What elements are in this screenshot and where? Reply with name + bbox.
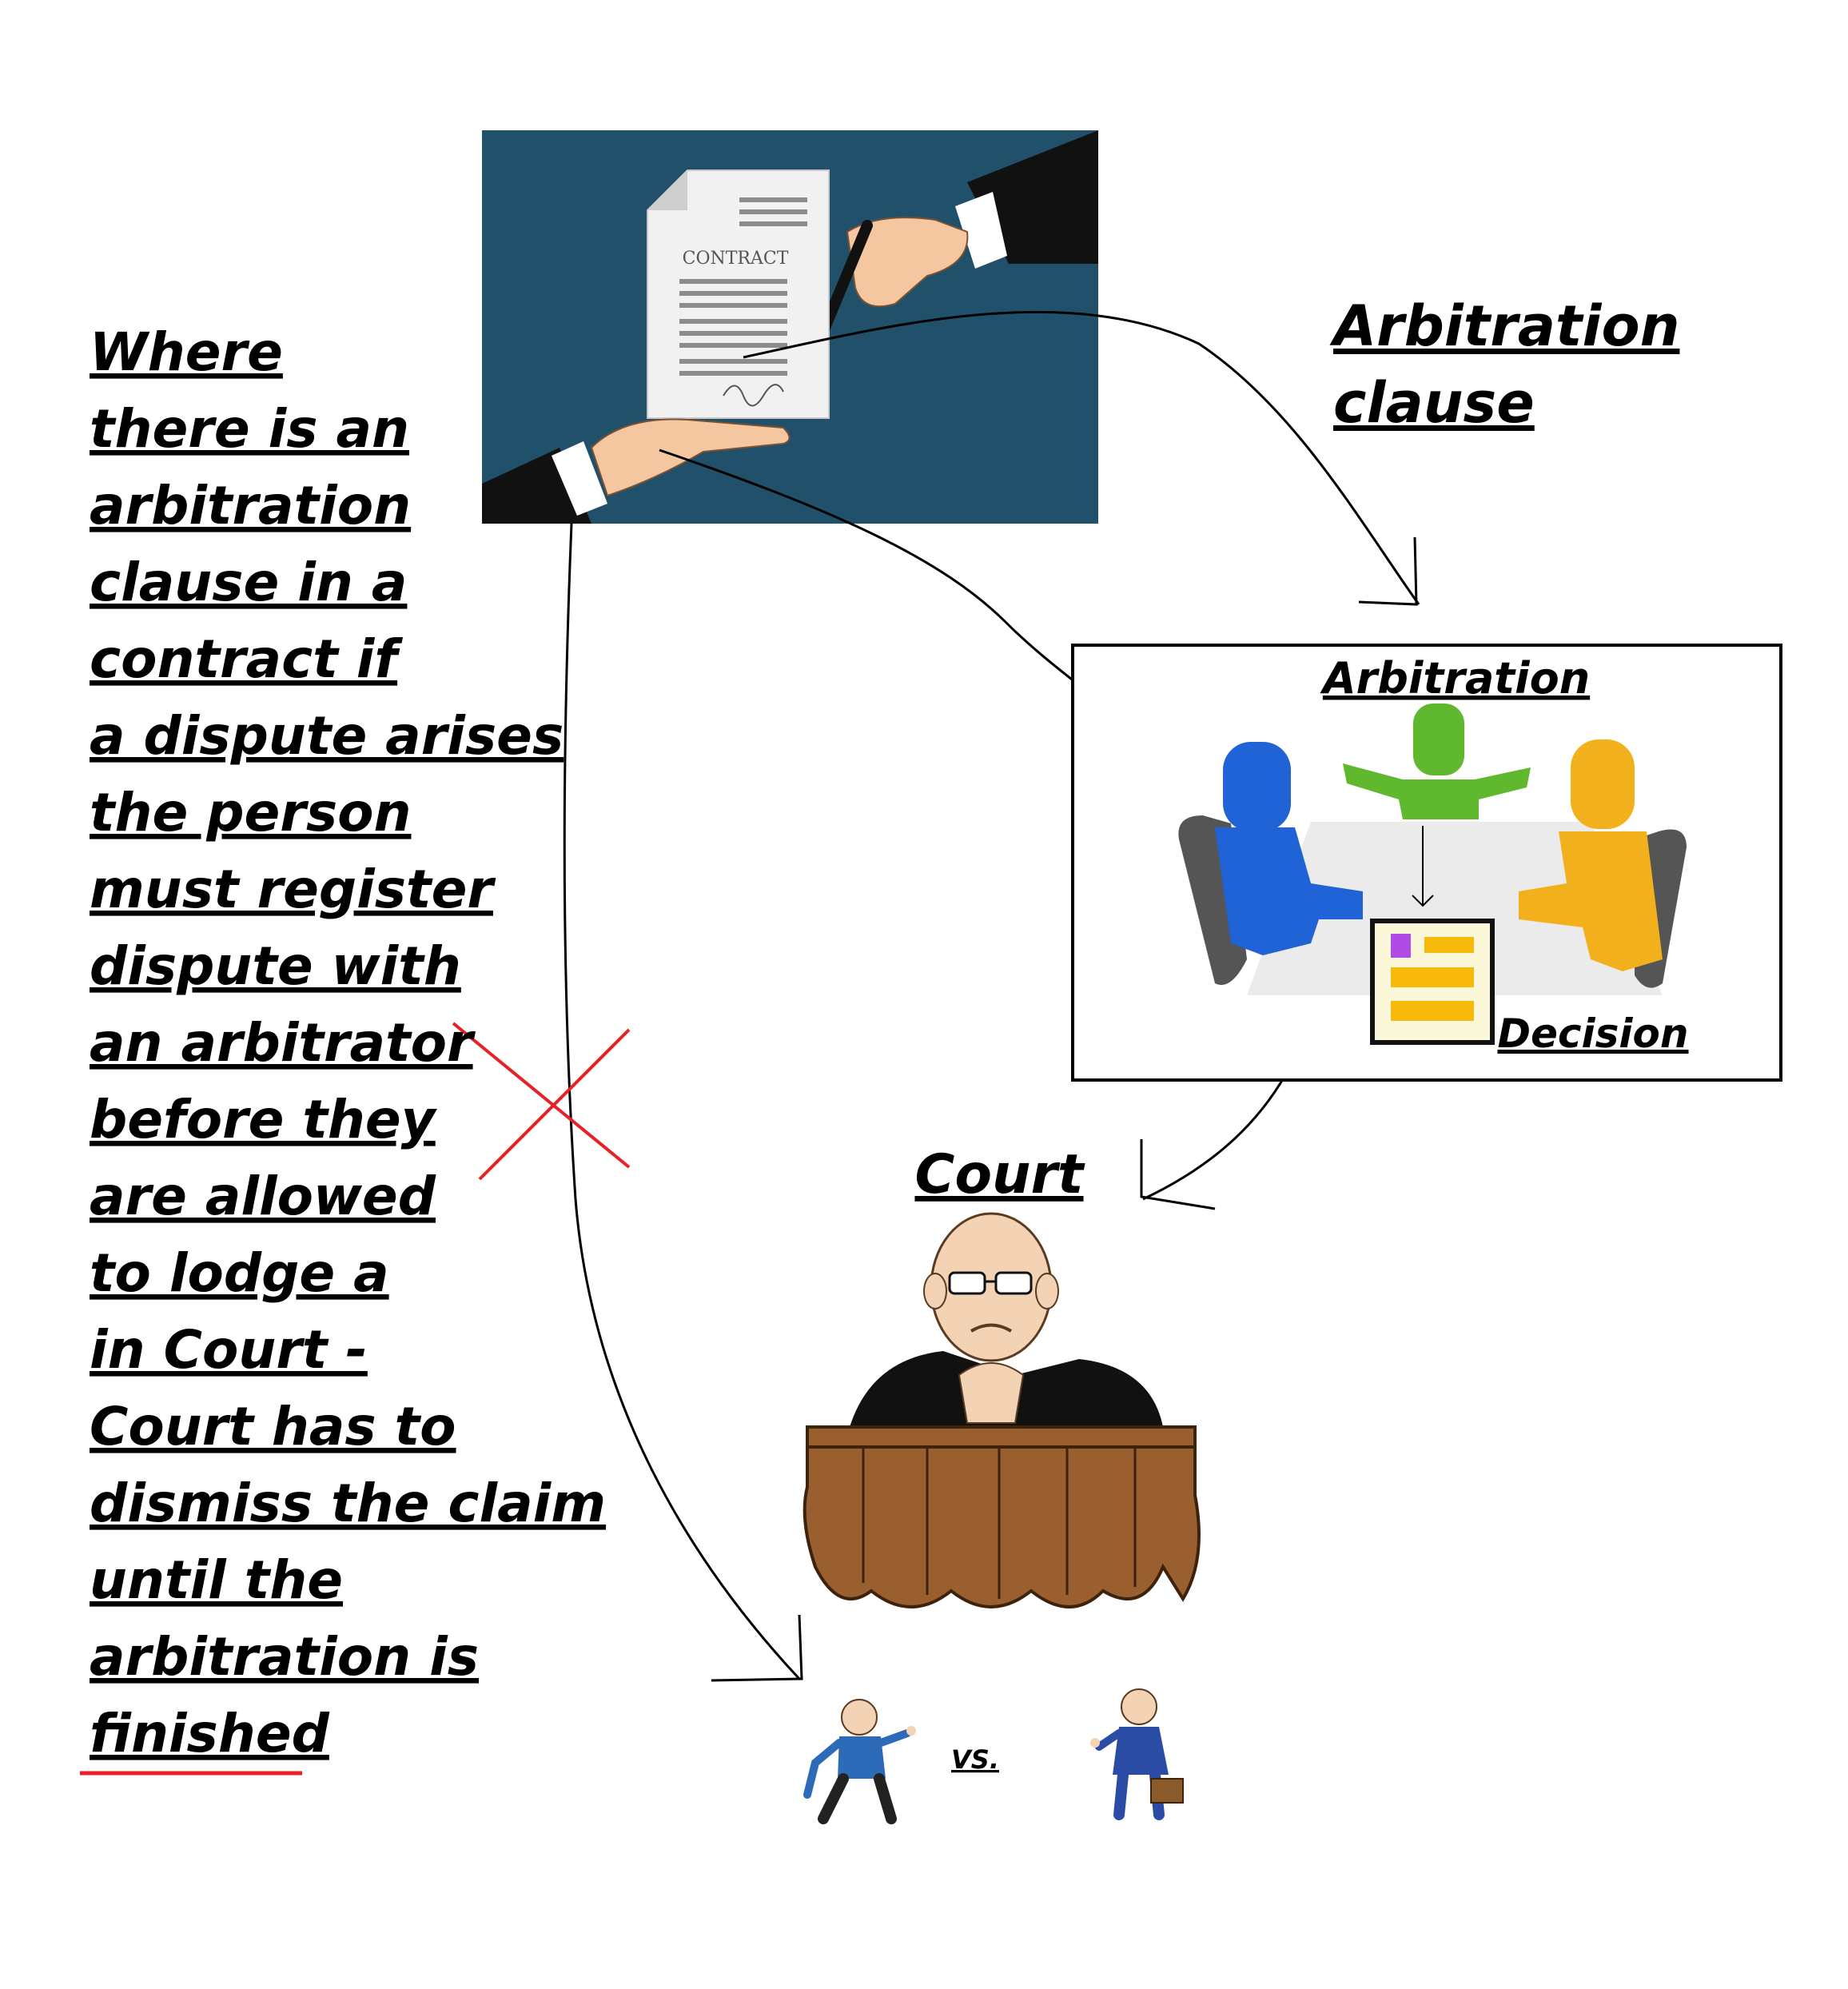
- judge-icon: [803, 1212, 1201, 1608]
- text-line-12: are allowed: [90, 1166, 436, 1227]
- meeting-people-icon: [1178, 704, 1687, 995]
- text-line-5: contract if: [90, 628, 403, 690]
- text-line-4: clause in a: [90, 552, 407, 613]
- contract-signing-icon: CONTRACT: [482, 130, 1098, 524]
- text-line-8: must register: [90, 859, 496, 920]
- arbitration-box-title: Arbitration: [1320, 653, 1590, 704]
- arbitration-box: Arbitration Dec: [1071, 644, 1782, 1082]
- text-line-17: until the: [90, 1549, 343, 1611]
- text-line-7: the person: [90, 782, 411, 843]
- text-line-9: dispute with: [90, 935, 461, 997]
- person-casual-icon: [803, 1699, 916, 1824]
- arbitration-clause-label-1: Arbitration: [1329, 293, 1679, 359]
- text-line-2: there is an: [90, 398, 409, 460]
- text-line-16: dismiss the claim: [90, 1473, 606, 1534]
- text-line-14: in Court -: [90, 1319, 368, 1381]
- contract-doc-title: CONTRACT: [683, 249, 789, 269]
- explanation-text: Where there is an arbitration clause in …: [80, 321, 606, 1776]
- arrow-contract-to-clause: [743, 310, 1420, 605]
- arrow-contract-to-parties: [563, 523, 801, 1680]
- text-line-13: to lodge a: [90, 1242, 389, 1304]
- text-line-11: before they: [90, 1089, 438, 1150]
- open-hand: [590, 418, 791, 497]
- arbitration-clause-label-2: clause: [1333, 370, 1535, 436]
- decision-label: Decision: [1497, 1010, 1688, 1057]
- cross-mark-icon: [452, 1022, 631, 1181]
- text-line-18: arbitration is: [90, 1626, 479, 1688]
- text-line-1: Where: [90, 321, 283, 383]
- text-line-6: a dispute arises: [90, 705, 564, 767]
- text-line-19: finished: [90, 1703, 330, 1764]
- versus-label: VS.: [951, 1744, 999, 1775]
- court-label: Court: [914, 1143, 1085, 1206]
- text-line-3: arbitration: [90, 475, 411, 536]
- text-line-10: an arbitrator: [90, 1012, 476, 1074]
- document-icon: [1370, 919, 1495, 1045]
- text-line-15: Court has to: [90, 1396, 456, 1457]
- person-suit-icon: [1090, 1688, 1184, 1820]
